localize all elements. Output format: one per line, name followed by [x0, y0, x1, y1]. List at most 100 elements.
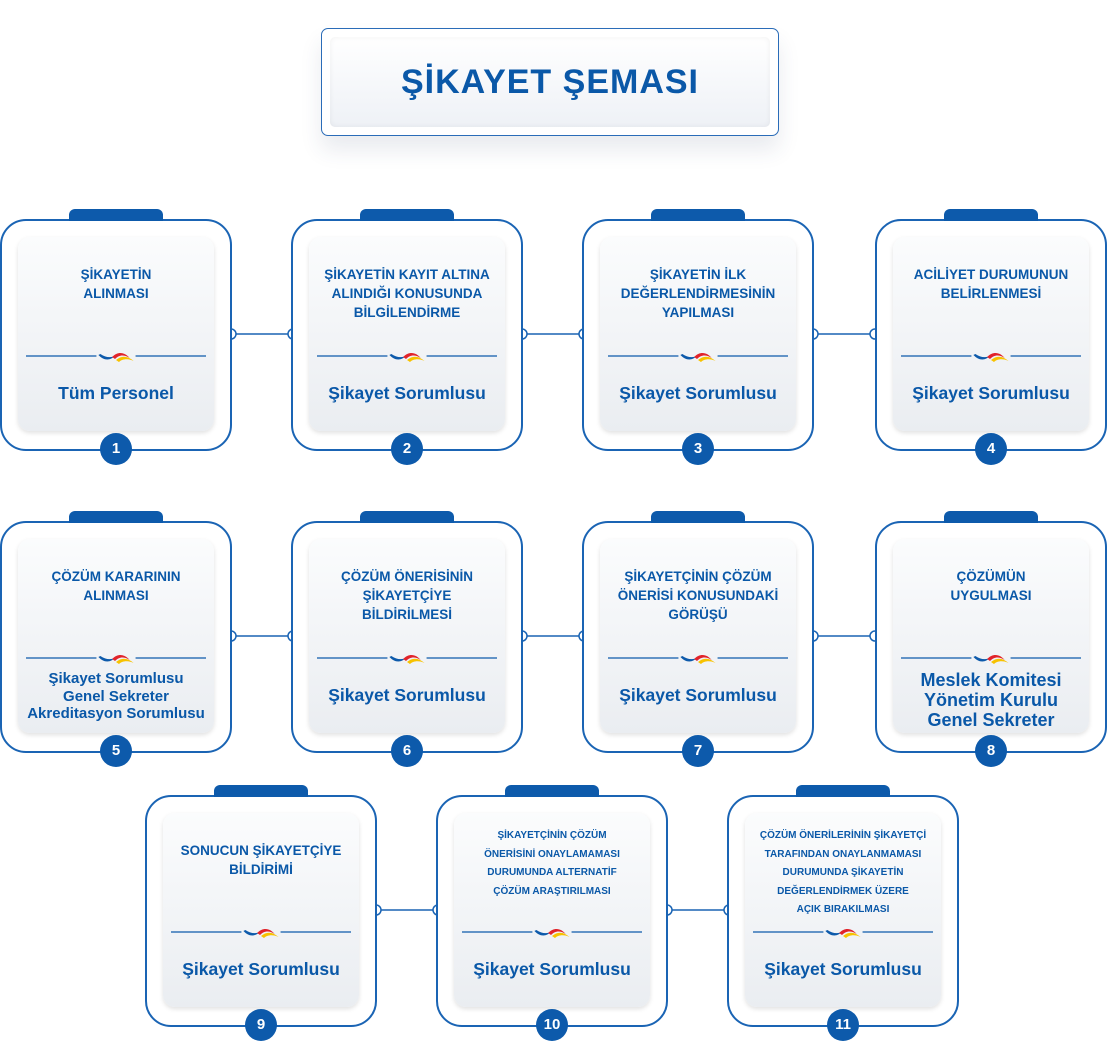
- step-number-badge: 8: [975, 735, 1007, 767]
- swoosh-logo-yellow: [552, 932, 570, 938]
- swoosh-logo-yellow: [116, 356, 134, 362]
- step-number-badge: 2: [391, 433, 423, 465]
- card-tab: [651, 209, 745, 221]
- step-title: ACİLİYET DURUMUNUN BELİRLENMESİ: [913, 267, 1069, 301]
- card-inner: ÇÖZÜM KARARININ ALINMASI Şikayet Sorumlus…: [18, 539, 214, 733]
- step-number-badge: 4: [975, 433, 1007, 465]
- card-tab: [944, 209, 1038, 221]
- step-card-4: ACİLİYET DURUMUNUN BELİRLENMESİ Şikayet S…: [875, 209, 1107, 465]
- step-title: ŞİKAYETİN ALINMASI: [80, 267, 152, 301]
- step-card-9: SONUCUN ŞİKAYETÇİYE BİLDİRİMİ Şikayet Sor…: [145, 785, 377, 1041]
- step-card-5: ÇÖZÜM KARARININ ALINMASI Şikayet Sorumlus…: [0, 511, 232, 767]
- card-inner: ŞİKAYETİN KAYIT ALTINA ALINDIĞI KONUSUND…: [309, 237, 505, 431]
- swoosh-logo-icon: [753, 925, 933, 939]
- swoosh-logo-blue: [534, 930, 552, 936]
- swoosh-logo-red: [839, 928, 857, 935]
- title-box: ŞİKAYET ŞEMASI: [321, 28, 779, 136]
- swoosh-logo-yellow: [261, 932, 279, 938]
- swoosh-logo-red: [112, 654, 130, 661]
- step-title: ŞİKAYETÇİNİN ÇÖZÜM ÖNERİSİNİ ONAYLAMAMAS…: [484, 830, 620, 897]
- card-tab: [69, 209, 163, 221]
- card-inner: ACİLİYET DURUMUNUN BELİRLENMESİ Şikayet S…: [893, 237, 1089, 431]
- step-role: Şikayet Sorumlusu: [912, 383, 1070, 403]
- swoosh-logo-icon: [171, 925, 351, 939]
- step-title: ŞİKAYETÇİNİN ÇÖZÜM ÖNERİSİ KONUSUNDAKİ G…: [617, 569, 779, 622]
- swoosh-logo-yellow: [116, 658, 134, 664]
- card-inner: SONUCUN ŞİKAYETÇİYE BİLDİRİMİ Şikayet Sor…: [163, 813, 359, 1007]
- step-number-badge: 7: [682, 735, 714, 767]
- swoosh-logo-red: [112, 352, 130, 359]
- swoosh-logo-blue: [680, 656, 698, 662]
- card-tab: [944, 511, 1038, 523]
- swoosh-logo-icon: [901, 651, 1081, 665]
- swoosh-logo-blue: [680, 354, 698, 360]
- swoosh-logo-yellow: [407, 658, 425, 664]
- step-number-badge: 11: [827, 1009, 859, 1041]
- step-card-2: ŞİKAYETİN KAYIT ALTINA ALINDIĞI KONUSUND…: [291, 209, 523, 465]
- step-role: Şikayet Sorumlusu: [328, 685, 486, 705]
- swoosh-logo-icon: [608, 651, 788, 665]
- card-tab: [651, 511, 745, 523]
- swoosh-logo-blue: [389, 354, 407, 360]
- card-inner: ŞİKAYETİN ALINMASI Tüm Personel: [18, 237, 214, 431]
- swoosh-logo-icon: [26, 349, 206, 363]
- swoosh-logo-red: [403, 654, 421, 661]
- step-number-badge: 1: [100, 433, 132, 465]
- step-title: ŞİKAYETİN İLK DEĞERLENDİRMESİNİN YAPILMA…: [620, 267, 776, 320]
- step-title: ÇÖZÜM KARARININ ALINMASI: [51, 569, 181, 603]
- swoosh-logo-red: [694, 654, 712, 661]
- swoosh-logo-blue: [825, 930, 843, 936]
- step-title: ŞİKAYETİN KAYIT ALTINA ALINDIĞI KONUSUND…: [324, 267, 490, 320]
- step-card-3: ŞİKAYETİN İLK DEĞERLENDİRMESİNİN YAPILMA…: [582, 209, 814, 465]
- card-inner: ÇÖZÜMÜN UYGULMASI Meslek Komitesi Yönetim…: [893, 539, 1089, 733]
- swoosh-logo-yellow: [843, 932, 861, 938]
- swoosh-logo-blue: [98, 656, 116, 662]
- step-role: Şikayet Sorumlusu Genel Sekreter Akredit…: [27, 670, 205, 722]
- step-card-6: ÇÖZÜM ÖNERİSİNİN ŞİKAYETÇİYE BİLDİRİLMES…: [291, 511, 523, 767]
- step-role: Şikayet Sorumlusu: [619, 685, 777, 705]
- swoosh-logo-icon: [462, 925, 642, 939]
- swoosh-logo-yellow: [991, 658, 1009, 664]
- swoosh-logo-red: [987, 654, 1005, 661]
- swoosh-logo-blue: [98, 354, 116, 360]
- step-role: Şikayet Sorumlusu: [328, 383, 486, 403]
- step-card-10: ŞİKAYETÇİNİN ÇÖZÜM ÖNERİSİNİ ONAYLAMAMAS…: [436, 785, 668, 1041]
- step-card-11: ÇÖZÜM ÖNERİLERİNİN ŞİKAYETÇİ TARAFINDAN …: [727, 785, 959, 1041]
- step-card-1: ŞİKAYETİN ALINMASI Tüm Personel 1: [0, 209, 232, 465]
- step-title: ÇÖZÜMÜN UYGULMASI: [950, 569, 1032, 603]
- swoosh-logo-yellow: [991, 356, 1009, 362]
- swoosh-logo-red: [257, 928, 275, 935]
- step-role: Tüm Personel: [58, 383, 174, 403]
- step-role: Şikayet Sorumlusu: [473, 959, 631, 979]
- swoosh-logo-icon: [608, 349, 788, 363]
- card-tab: [360, 209, 454, 221]
- step-title: SONUCUN ŞİKAYETÇİYE BİLDİRİMİ: [180, 843, 342, 877]
- step-title: ÇÖZÜM ÖNERİSİNİN ŞİKAYETÇİYE BİLDİRİLMES…: [340, 569, 473, 622]
- step-title: ÇÖZÜM ÖNERİLERİNİN ŞİKAYETÇİ TARAFINDAN …: [759, 830, 927, 915]
- step-number-badge: 6: [391, 735, 423, 767]
- swoosh-logo-yellow: [698, 658, 716, 664]
- step-role: Meslek Komitesi Yönetim Kurulu Genel Sek…: [920, 670, 1062, 730]
- swoosh-logo-icon: [317, 651, 497, 665]
- swoosh-logo-red: [548, 928, 566, 935]
- card-tab: [69, 511, 163, 523]
- swoosh-logo-blue: [973, 656, 991, 662]
- step-role: Şikayet Sorumlusu: [182, 959, 340, 979]
- step-number-badge: 10: [536, 1009, 568, 1041]
- step-card-7: ŞİKAYETÇİNİN ÇÖZÜM ÖNERİSİ KONUSUNDAKİ G…: [582, 511, 814, 767]
- step-number-badge: 3: [682, 433, 714, 465]
- card-inner: ÇÖZÜM ÖNERİLERİNİN ŞİKAYETÇİ TARAFINDAN …: [745, 813, 941, 1007]
- card-inner: ŞİKAYETİN İLK DEĞERLENDİRMESİNİN YAPILMA…: [600, 237, 796, 431]
- page-title: ŞİKAYET ŞEMASI: [400, 62, 700, 101]
- swoosh-logo-icon: [317, 349, 497, 363]
- swoosh-logo-yellow: [698, 356, 716, 362]
- title-inner: ŞİKAYET ŞEMASI: [330, 37, 770, 127]
- swoosh-logo-red: [403, 352, 421, 359]
- swoosh-logo-red: [987, 352, 1005, 359]
- card-inner: ÇÖZÜM ÖNERİSİNİN ŞİKAYETÇİYE BİLDİRİLMES…: [309, 539, 505, 733]
- step-role: Şikayet Sorumlusu: [619, 383, 777, 403]
- step-role: Şikayet Sorumlusu: [764, 959, 922, 979]
- card-tab: [214, 785, 308, 797]
- step-card-8: ÇÖZÜMÜN UYGULMASI Meslek Komitesi Yönetim…: [875, 511, 1107, 767]
- card-tab: [505, 785, 599, 797]
